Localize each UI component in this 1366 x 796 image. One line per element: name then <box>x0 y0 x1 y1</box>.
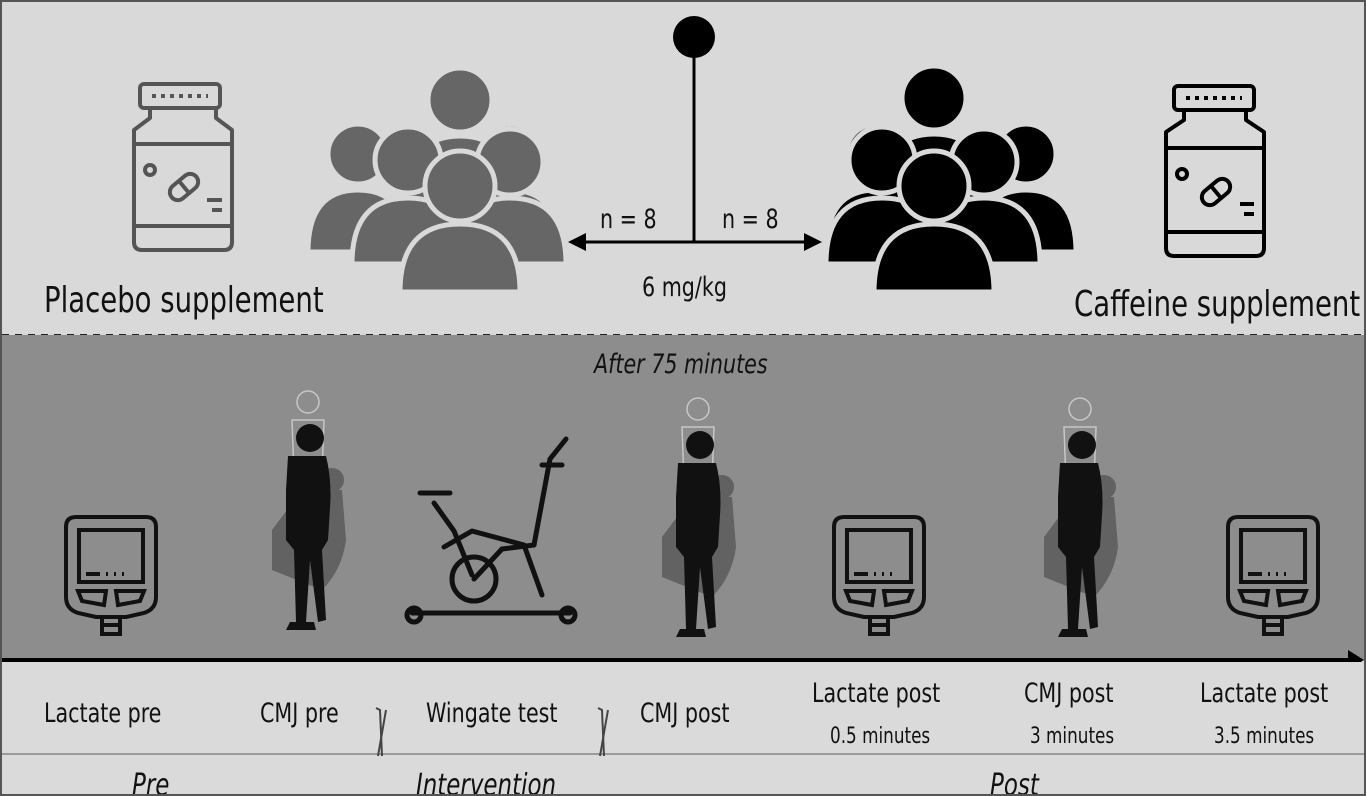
lactate-meter-icon <box>64 515 158 636</box>
step-lactate-post-1-time: 0.5 minutes <box>830 724 931 749</box>
countermovement-jump-icon <box>662 397 736 637</box>
group-allocation-panel: Placebo supplement Caffeine supplement n… <box>2 2 1364 336</box>
step-lactate-post-2: Lactate post <box>1200 678 1329 709</box>
phase-pre: Pre <box>132 768 170 796</box>
protocol-panel: After 75 minutes <box>2 335 1364 670</box>
step-lactate-pre: Lactate pre <box>44 698 162 729</box>
phase-post: Post <box>990 768 1039 796</box>
step-cmj-post-2: CMJ post <box>1024 678 1114 709</box>
placebo-group-icon <box>305 65 569 295</box>
allocation-arrow <box>568 233 822 251</box>
step-cmj-pre: CMJ pre <box>260 698 339 729</box>
placebo-label: Placebo supplement <box>44 280 324 321</box>
step-cmj-post: CMJ post <box>640 698 730 729</box>
step-lactate-post-1: Lactate post <box>812 678 941 709</box>
randomization-pin-icon <box>673 16 715 242</box>
placebo-bottle-icon <box>132 82 234 252</box>
caffeine-label: Caffeine supplement <box>1074 284 1361 325</box>
n-caffeine: n = 8 <box>722 204 779 235</box>
dose-label: 6 mg/kg <box>642 272 727 303</box>
caffeine-bottle-icon <box>1164 84 1266 258</box>
countermovement-jump-icon <box>272 390 346 630</box>
lactate-meter-icon <box>832 515 926 636</box>
lactate-meter-icon <box>1226 515 1320 636</box>
caffeine-group-icon <box>823 63 1079 295</box>
step-cmj-post-2-time: 3 minutes <box>1030 724 1115 749</box>
protocol-graphics <box>2 390 1364 670</box>
exercise-bike-icon <box>404 436 578 625</box>
countermovement-jump-icon <box>1044 397 1118 637</box>
phase-intervention: Intervention <box>416 768 557 796</box>
n-placebo: n = 8 <box>600 204 657 235</box>
phase-braces <box>2 707 1364 757</box>
timeline-labels-panel: Lactate pre CMJ pre Wingate test CMJ pos… <box>2 662 1364 796</box>
step-lactate-post-2-time: 3.5 minutes <box>1214 724 1315 749</box>
step-wingate-test: Wingate test <box>426 698 558 729</box>
delay-label: After 75 minutes <box>594 349 768 380</box>
